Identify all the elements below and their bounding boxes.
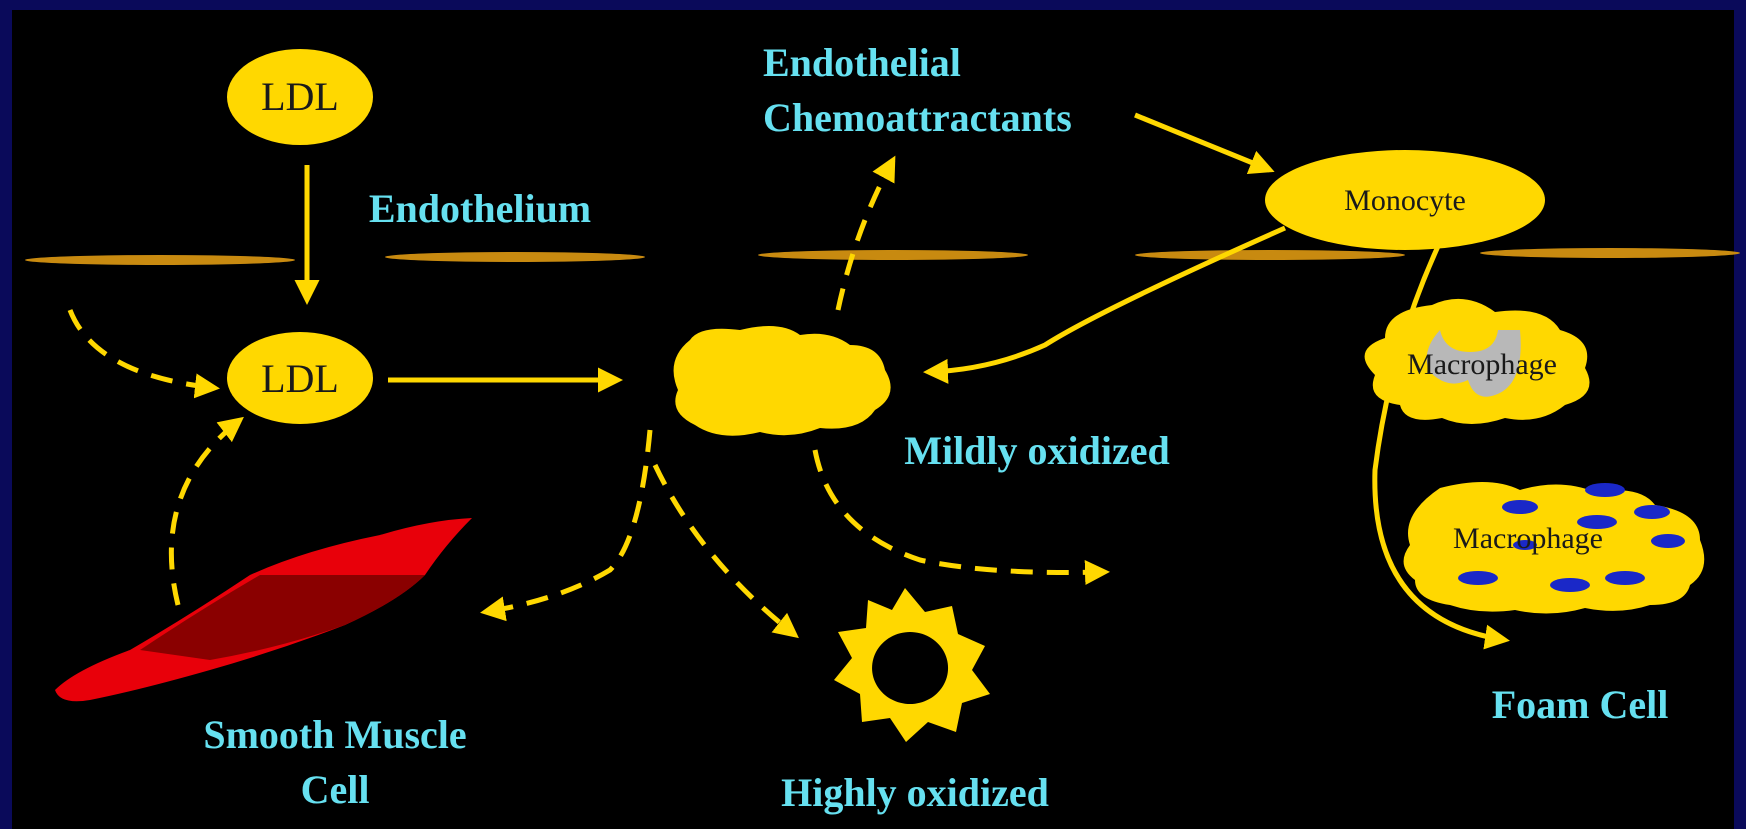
macrophage-2-label: Macrophage [1453, 522, 1603, 555]
chemoattractants-label-line1: Endothelial [763, 40, 961, 85]
endothelium-label: Endothelium [369, 186, 591, 231]
highly-oxidized-label: Highly oxidized [781, 770, 1049, 815]
ldl-top-node: LDL [227, 49, 373, 145]
foam-cell-label: Foam Cell [1492, 682, 1669, 727]
smooth-muscle-label-line2: Cell [301, 767, 370, 812]
macrophage-1-label: Macrophage [1407, 348, 1557, 381]
ldl-mid-label: LDL [261, 356, 339, 401]
chemoattractants-label-line2: Chemoattractants [763, 95, 1072, 140]
monocyte-label: Monocyte [1344, 184, 1466, 217]
ldl-top-label: LDL [261, 74, 339, 119]
smooth-muscle-label-line1: Smooth Muscle [203, 712, 466, 757]
ldl-mid-node: LDL [227, 332, 373, 424]
mildly-oxidized-label: Mildly oxidized [904, 428, 1170, 473]
monocyte-node: Monocyte [1265, 150, 1545, 250]
